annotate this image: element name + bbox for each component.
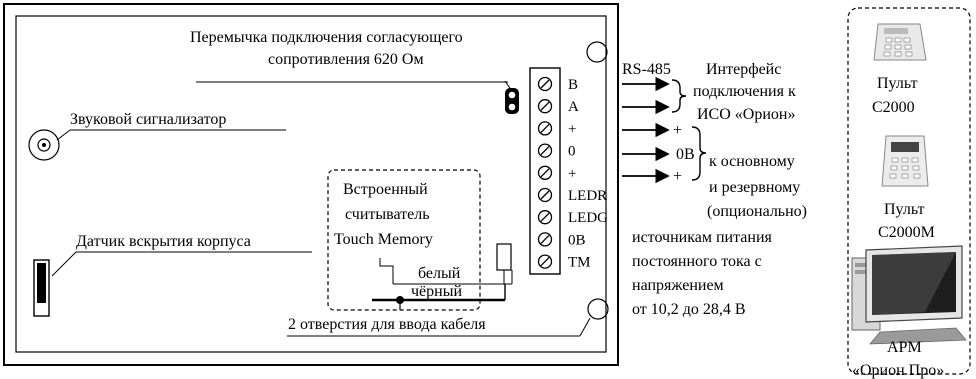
buzzer-label: Звуковой сигнализатор — [70, 111, 226, 128]
terminal-screw-icon — [537, 232, 553, 247]
power-desc-line2: и резервному — [709, 179, 800, 196]
mount-hole-bottom — [587, 298, 609, 320]
reader-label-line2: считыватель — [345, 206, 430, 223]
terminal-screw-icon — [537, 254, 553, 269]
buzzer-leader-diag — [56, 129, 71, 141]
cable-holes-label: 2 отверстия для ввода кабеля — [288, 316, 486, 333]
power-zero-label: 0В — [676, 146, 695, 163]
terminal-label: B — [568, 77, 578, 93]
terminal-screw-icon — [537, 210, 553, 225]
power-plus1-label: + — [673, 122, 682, 139]
computer-icon — [851, 245, 967, 345]
terminal-label: + — [568, 166, 576, 182]
device-2-line1: Пульт — [884, 201, 925, 218]
housing-inner — [15, 15, 607, 353]
device-1-line2: С2000 — [872, 99, 915, 116]
reader-label-line1: Встроенный — [343, 181, 428, 198]
rs485-label: RS-485 — [622, 61, 671, 78]
keypad-icon — [873, 23, 927, 61]
tamper-label: Датчик вскрытия корпуса — [76, 233, 251, 250]
terminal-screw-icon — [537, 143, 553, 158]
device-3-line1: АРМ — [887, 339, 922, 356]
devices-box — [847, 7, 971, 375]
terminal-label: LEDR — [568, 188, 607, 204]
housing-outer — [3, 3, 619, 366]
terminal-label: A — [568, 99, 579, 115]
terminal-label: + — [568, 121, 576, 137]
reader-label-line3: Touch Memory — [334, 231, 433, 248]
terminal-screw-icon — [537, 187, 553, 203]
power-desc-line7: от 10,2 до 28,4 В — [632, 301, 746, 318]
jumper — [505, 88, 519, 114]
rs485-desc-line3: ИСО «Орион» — [697, 106, 795, 123]
mount-hole-top — [586, 41, 608, 63]
terminal-label: TM — [568, 255, 591, 271]
reader-contact — [379, 258, 394, 284]
device-3-line2: «Орион Про» — [852, 362, 944, 379]
terminal-screw-icon — [537, 121, 553, 136]
power-desc-line4: источникам питания — [632, 229, 773, 246]
tamper-leader-diag — [51, 251, 77, 277]
power-desc-line5: постоянного тока с — [632, 253, 762, 270]
tamper-switch-icon — [33, 259, 50, 317]
power-desc-line3: (опционально) — [707, 203, 807, 220]
power-desc-line1: к основному — [709, 153, 795, 170]
terminal-label: 0 — [568, 144, 576, 160]
wire-connector — [496, 243, 512, 271]
rs485-desc-line1: Интерфейс — [706, 61, 781, 78]
jumper-label-line1: Перемычка подключения согласующего — [190, 29, 463, 46]
power-brace — [691, 126, 707, 181]
terminals: BA +0 + LEDR LEDG 0В TM — [537, 76, 608, 271]
wire-black-label: чёрный — [411, 283, 462, 300]
rs485-brace — [671, 79, 687, 113]
device-1-line1: Пульт — [877, 75, 918, 92]
terminal-screw-icon — [537, 165, 553, 180]
reader-box — [327, 169, 481, 311]
terminal-screw-icon — [537, 76, 553, 92]
power-desc-line6: напряжением — [632, 277, 724, 294]
buzzer-icon — [28, 129, 60, 161]
power-plus2-label: + — [673, 168, 682, 185]
terminal-label: LEDG — [568, 210, 608, 226]
keypad-lcd-icon — [881, 135, 929, 187]
wire-white-label: белый — [418, 265, 461, 282]
cable-holes-leader-diag — [579, 317, 591, 337]
terminal-label: 0В — [568, 232, 586, 248]
rs485-desc-line2: подключения к — [693, 83, 796, 100]
jumper-label-line2: сопротивления 620 Ом — [268, 51, 424, 68]
terminal-screw-icon — [537, 99, 553, 114]
device-2-line2: С2000М — [878, 224, 935, 241]
